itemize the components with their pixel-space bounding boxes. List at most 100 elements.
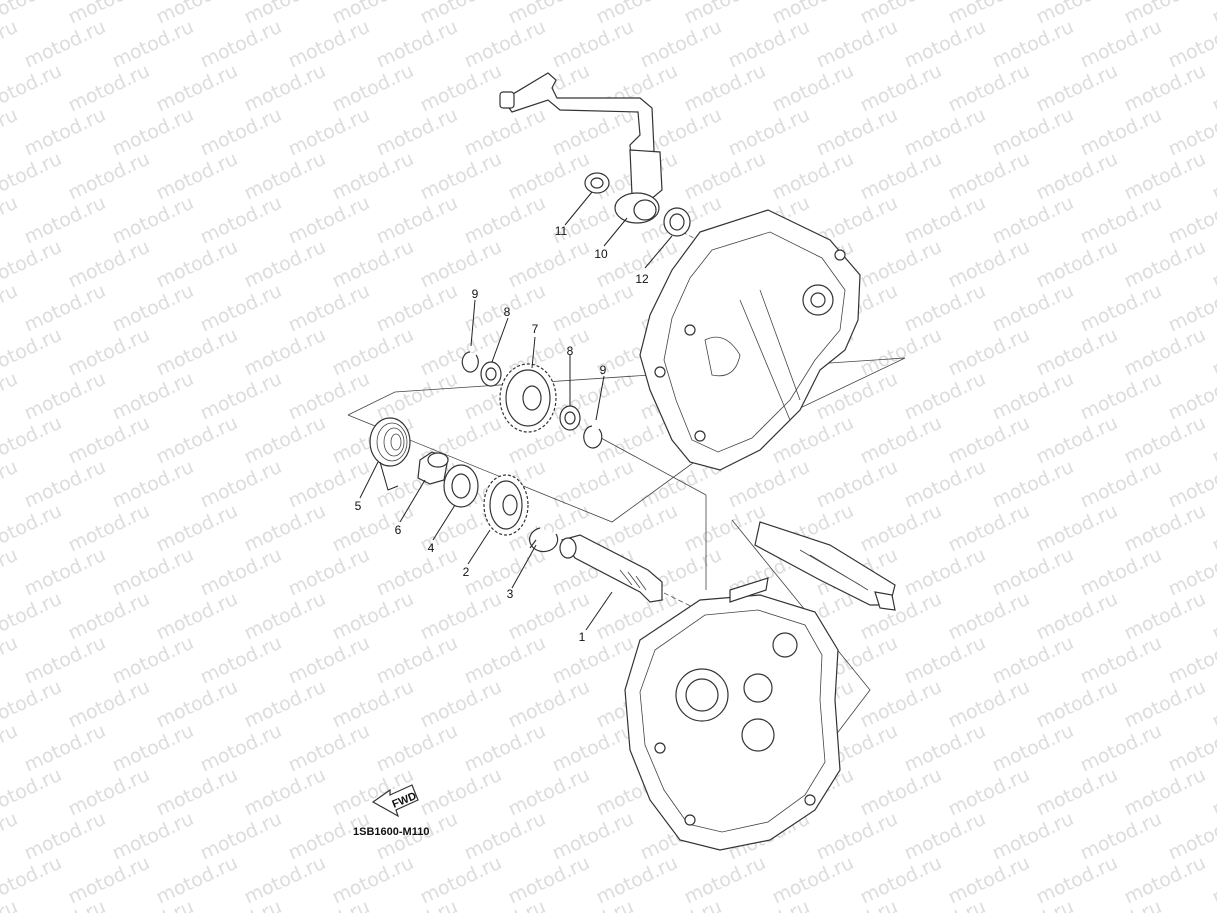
watermark-text: motod.ru xyxy=(109,632,197,689)
watermark-text: motod.ru xyxy=(65,852,153,909)
watermark-text: motod.ru xyxy=(241,0,329,29)
watermark-text: motod.ru xyxy=(329,324,417,381)
watermark-text: motod.ru xyxy=(109,16,197,73)
watermark-text: motod.ru xyxy=(549,456,637,513)
watermark-text: motod.ru xyxy=(329,676,417,733)
watermark-text: motod.ru xyxy=(417,0,505,29)
watermark-text: motod.ru xyxy=(549,632,637,689)
callout-5: 5 xyxy=(355,499,362,513)
kick-axle-1 xyxy=(559,534,663,603)
callout-7: 7 xyxy=(532,322,539,336)
watermark-text: motod.ru xyxy=(285,192,373,249)
watermark-text: motod.ru xyxy=(637,16,725,73)
watermark-text: motod.ru xyxy=(549,808,637,865)
watermark-text: motod.ru xyxy=(1033,500,1121,557)
watermark-text: motod.ru xyxy=(153,0,241,29)
watermark-text: motod.ru xyxy=(461,16,549,73)
watermark-text: motod.ru xyxy=(153,412,241,469)
watermark-text: motod.ru xyxy=(857,236,945,293)
watermark-text: motod.ru xyxy=(989,632,1077,689)
watermark-text: motod.ru xyxy=(989,544,1077,601)
watermark-text: motod.ru xyxy=(901,192,989,249)
watermark-text: motod.ru xyxy=(1209,148,1217,205)
watermark-text: motod.ru xyxy=(109,456,197,513)
watermark-text: motod.ru xyxy=(901,720,989,777)
washer-8-lower xyxy=(559,405,581,431)
watermark-text: motod.ru xyxy=(153,148,241,205)
watermark-text: motod.ru xyxy=(945,324,1033,381)
kick-starter-lever xyxy=(499,72,663,224)
watermark-text: motod.ru xyxy=(329,500,417,557)
watermark-text: motod.ru xyxy=(549,104,637,161)
watermark-text: motod.ru xyxy=(945,588,1033,645)
watermark-text: motod.ru xyxy=(21,104,109,161)
watermark-text: motod.ru xyxy=(549,16,637,73)
watermark-text: motod.ru xyxy=(329,60,417,117)
callout-2: 2 xyxy=(463,565,470,579)
watermark-text: motod.ru xyxy=(241,324,329,381)
watermark-text: motod.ru xyxy=(725,16,813,73)
watermark-text: motod.ru xyxy=(945,0,1033,29)
watermark-text: motod.ru xyxy=(109,280,197,337)
watermark-text: motod.ru xyxy=(0,368,21,425)
watermark-text: motod.ru xyxy=(241,148,329,205)
clip-3 xyxy=(529,527,559,553)
watermark-text: motod.ru xyxy=(681,148,769,205)
watermark-text: motod.ru xyxy=(21,720,109,777)
watermark-text: motod.ru xyxy=(1209,676,1217,733)
diagram-code: 1SB1600-M110 xyxy=(353,826,429,838)
watermark-text: motod.ru xyxy=(1033,236,1121,293)
watermark-text: motod.ru xyxy=(1077,280,1165,337)
watermark-text: motod.ru xyxy=(1209,412,1217,469)
watermark-text: motod.ru xyxy=(21,632,109,689)
watermark-text: motod.ru xyxy=(21,280,109,337)
watermark-text: motod.ru xyxy=(417,764,505,821)
callout-10: 10 xyxy=(594,247,608,261)
watermark-text: motod.ru xyxy=(1209,60,1217,117)
watermark-text: motod.ru xyxy=(285,368,373,425)
watermark-text: motod.ru xyxy=(725,104,813,161)
callout-11: 11 xyxy=(555,224,568,238)
watermark-text: motod.ru xyxy=(241,412,329,469)
kick-idle-gear-7 xyxy=(499,363,557,433)
watermark-text: motod.ru xyxy=(197,16,285,73)
watermark-text: motod.ru xyxy=(197,544,285,601)
watermark-text: motod.ru xyxy=(989,896,1077,913)
watermark-text: motod.ru xyxy=(197,896,285,913)
watermark-text: motod.ru xyxy=(65,236,153,293)
watermark-text: motod.ru xyxy=(901,544,989,601)
leader-lines xyxy=(359,191,673,631)
oil-seal-12 xyxy=(663,207,691,237)
watermark-text: motod.ru xyxy=(329,852,417,909)
callout-9-lower: 9 xyxy=(600,363,607,377)
watermark-text: motod.ru xyxy=(989,456,1077,513)
watermark-text: motod.ru xyxy=(857,324,945,381)
watermark-text: motod.ru xyxy=(901,808,989,865)
callout-8-upper: 8 xyxy=(504,305,511,319)
watermark-text: motod.ru xyxy=(417,852,505,909)
watermark-text: motod.ru xyxy=(241,764,329,821)
watermark-text: motod.ru xyxy=(285,896,373,913)
watermark-text: motod.ru xyxy=(197,192,285,249)
washer-8-upper xyxy=(480,361,502,387)
watermark-text: motod.ru xyxy=(153,324,241,381)
watermark-text: motod.ru xyxy=(417,148,505,205)
watermark-text: motod.ru xyxy=(813,456,901,513)
watermark-text: motod.ru xyxy=(1077,544,1165,601)
watermark-text: motod.ru xyxy=(813,808,901,865)
watermark-text: motod.ru xyxy=(329,0,417,29)
watermark-text: motod.ru xyxy=(1033,324,1121,381)
watermark-text: motod.ru xyxy=(945,500,1033,557)
watermark-text: motod.ru xyxy=(461,544,549,601)
watermark-text: motod.ru xyxy=(1033,588,1121,645)
watermark-text: motod.ru xyxy=(21,192,109,249)
crankcase-outline xyxy=(624,577,841,851)
watermark-text: motod.ru xyxy=(857,676,945,733)
watermark-text: motod.ru xyxy=(21,544,109,601)
watermark-text: motod.ru xyxy=(813,368,901,425)
watermark-text: motod.ru xyxy=(901,368,989,425)
watermark-text: motod.ru xyxy=(681,0,769,29)
watermark-text: motod.ru xyxy=(1077,896,1165,913)
